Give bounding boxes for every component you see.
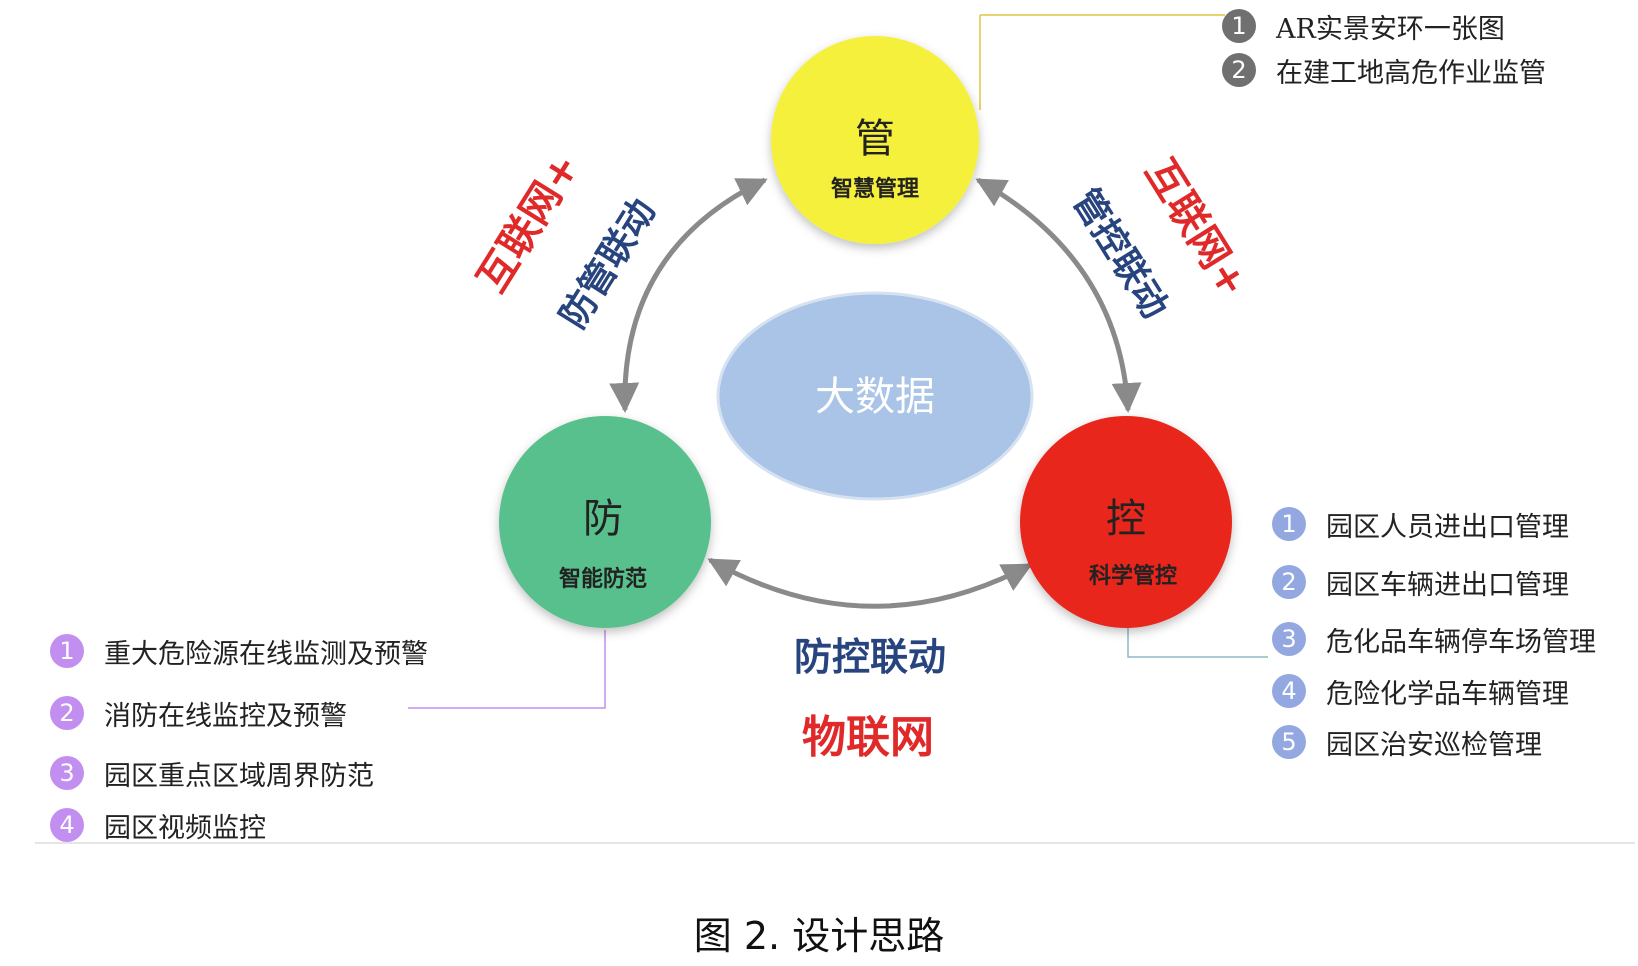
node-guan-char: 管: [855, 116, 895, 162]
link-bottom-red: 物联网: [802, 712, 934, 763]
list-item: 2 消防在线监控及预警: [50, 682, 428, 744]
list-item: 4 危险化学品车辆管理: [1272, 664, 1596, 718]
arc-top-right: [975, 177, 1142, 413]
list-item: 1 园区人员进出口管理: [1272, 498, 1596, 550]
link-left-red: 互联网+: [469, 146, 589, 301]
number-badge: 4: [1272, 674, 1306, 708]
list-item: 1 AR实景安环一张图: [1222, 4, 1546, 48]
number-badge: 1: [1222, 9, 1256, 43]
node-kong: [1020, 416, 1232, 628]
node-fang: [499, 416, 711, 628]
list-left: 1 重大危险源在线监测及预警 2 消防在线监控及预警 3 园区重点区域周界防范 …: [50, 620, 428, 848]
list-item-label: 危化品车辆停车场管理: [1326, 626, 1596, 658]
connector-right: [1127, 625, 1268, 658]
link-left-blue: 防管联动: [553, 192, 664, 336]
list-item-label: 园区车辆进出口管理: [1326, 569, 1569, 601]
node-guan-sub: 智慧管理: [831, 176, 919, 202]
node-fang-sub: 智能防范: [559, 566, 647, 592]
number-badge: 2: [50, 696, 84, 730]
arc-top-left: [609, 177, 768, 413]
number-badge: 1: [1272, 507, 1306, 541]
list-top: 1 AR实景安环一张图 2 在建工地高危作业监管: [1222, 4, 1546, 92]
list-item-label: 园区治安巡检管理: [1326, 729, 1542, 761]
list-item-label: AR实景安环一张图: [1276, 13, 1505, 45]
link-bottom-blue: 防控联动: [794, 635, 946, 679]
list-right: 1 园区人员进出口管理 2 园区车辆进出口管理 3 危化品车辆停车场管理 4 危…: [1272, 498, 1596, 766]
list-item-label: 消防在线监控及预警: [104, 700, 347, 732]
node-kong-char: 控: [1106, 496, 1146, 542]
number-badge: 3: [50, 756, 84, 790]
list-item: 2 在建工地高危作业监管: [1222, 48, 1546, 92]
number-badge: 1: [50, 634, 84, 668]
list-item-label: 危险化学品车辆管理: [1326, 678, 1569, 710]
divider-line: [35, 842, 1635, 844]
connector-left: [408, 630, 606, 709]
node-fang-char: 防: [583, 496, 623, 542]
list-item: 5 园区治安巡检管理: [1272, 718, 1596, 766]
arc-bottom: [707, 557, 1033, 609]
list-item-label: 园区人员进出口管理: [1326, 511, 1569, 543]
number-badge: 5: [1272, 725, 1306, 759]
figure-caption: 图 2. 设计思路: [693, 914, 945, 958]
node-guan: [771, 36, 979, 244]
number-badge: 4: [50, 808, 84, 842]
list-item-label: 园区视频监控: [104, 812, 266, 844]
number-badge: 2: [1222, 53, 1256, 87]
list-item: 3 危化品车辆停车场管理: [1272, 614, 1596, 664]
list-item-label: 园区重点区域周界防范: [104, 760, 374, 792]
list-item: 2 园区车辆进出口管理: [1272, 550, 1596, 614]
list-item-label: 在建工地高危作业监管: [1276, 57, 1546, 89]
number-badge: 3: [1272, 622, 1306, 656]
node-kong-sub: 科学管控: [1089, 563, 1177, 589]
list-item: 1 重大危险源在线监测及预警: [50, 620, 428, 682]
center-ellipse: [716, 291, 1034, 501]
center-label: 大数据: [815, 374, 935, 420]
list-item-label: 重大危险源在线监测及预警: [104, 638, 428, 670]
list-item: 4 园区视频监控: [50, 802, 428, 848]
number-badge: 2: [1272, 565, 1306, 599]
list-item: 3 园区重点区域周界防范: [50, 744, 428, 802]
